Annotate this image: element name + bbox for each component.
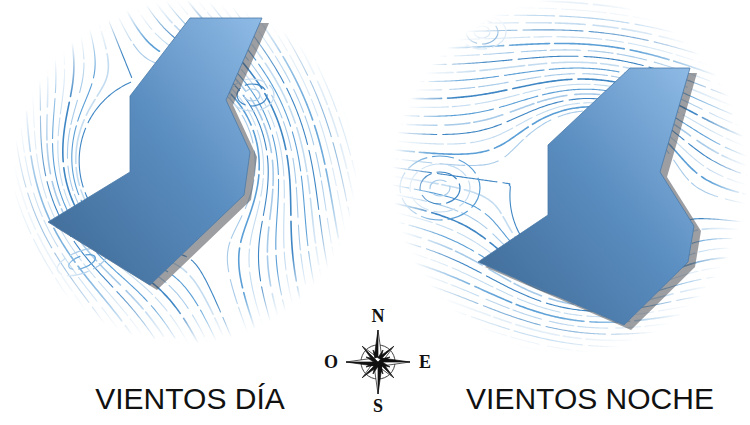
compass-point [346, 362, 378, 367]
compass-point [378, 366, 383, 374]
compass-point [378, 362, 383, 394]
eddy [430, 180, 450, 196]
building-plan [48, 18, 262, 285]
streamline [353, 299, 750, 360]
streamline [351, 316, 737, 376]
eddy [458, 15, 506, 49]
eddy [237, 84, 267, 106]
night-streamlines [341, 0, 750, 420]
compass-letter: O [324, 353, 338, 373]
compass-point [382, 357, 390, 362]
view-title: VIENTOS NOCHE [466, 382, 714, 415]
day-streamlines [0, 0, 391, 389]
eddy [244, 89, 260, 101]
streamline [354, 291, 750, 354]
streamline [352, 307, 747, 367]
streamline [0, 24, 51, 355]
streamline [396, 0, 750, 41]
compass-point [378, 358, 410, 363]
eddy [420, 172, 460, 204]
compass-point [366, 362, 374, 367]
compass-point [373, 350, 378, 358]
compass-letter: S [373, 397, 383, 417]
compass-rose [346, 330, 410, 394]
eddy [410, 164, 470, 212]
building-plan [478, 68, 694, 325]
streamline [0, 28, 37, 348]
streamline [0, 34, 4, 319]
eddy [400, 156, 480, 220]
streamline [385, 62, 750, 131]
compass-point [366, 357, 374, 362]
streamline [350, 324, 726, 383]
compass-point [362, 346, 380, 362]
streamline [386, 56, 750, 121]
streamline [0, 31, 22, 336]
compass-point [378, 350, 383, 358]
eddy [474, 26, 490, 38]
buildings [48, 18, 701, 330]
compass-point [373, 366, 378, 374]
compass-letter: E [419, 353, 431, 373]
compass-point [382, 362, 390, 367]
eddy [466, 20, 498, 44]
view-title: VIENTOS DÍA [95, 382, 285, 415]
compass-letter: N [372, 307, 385, 327]
